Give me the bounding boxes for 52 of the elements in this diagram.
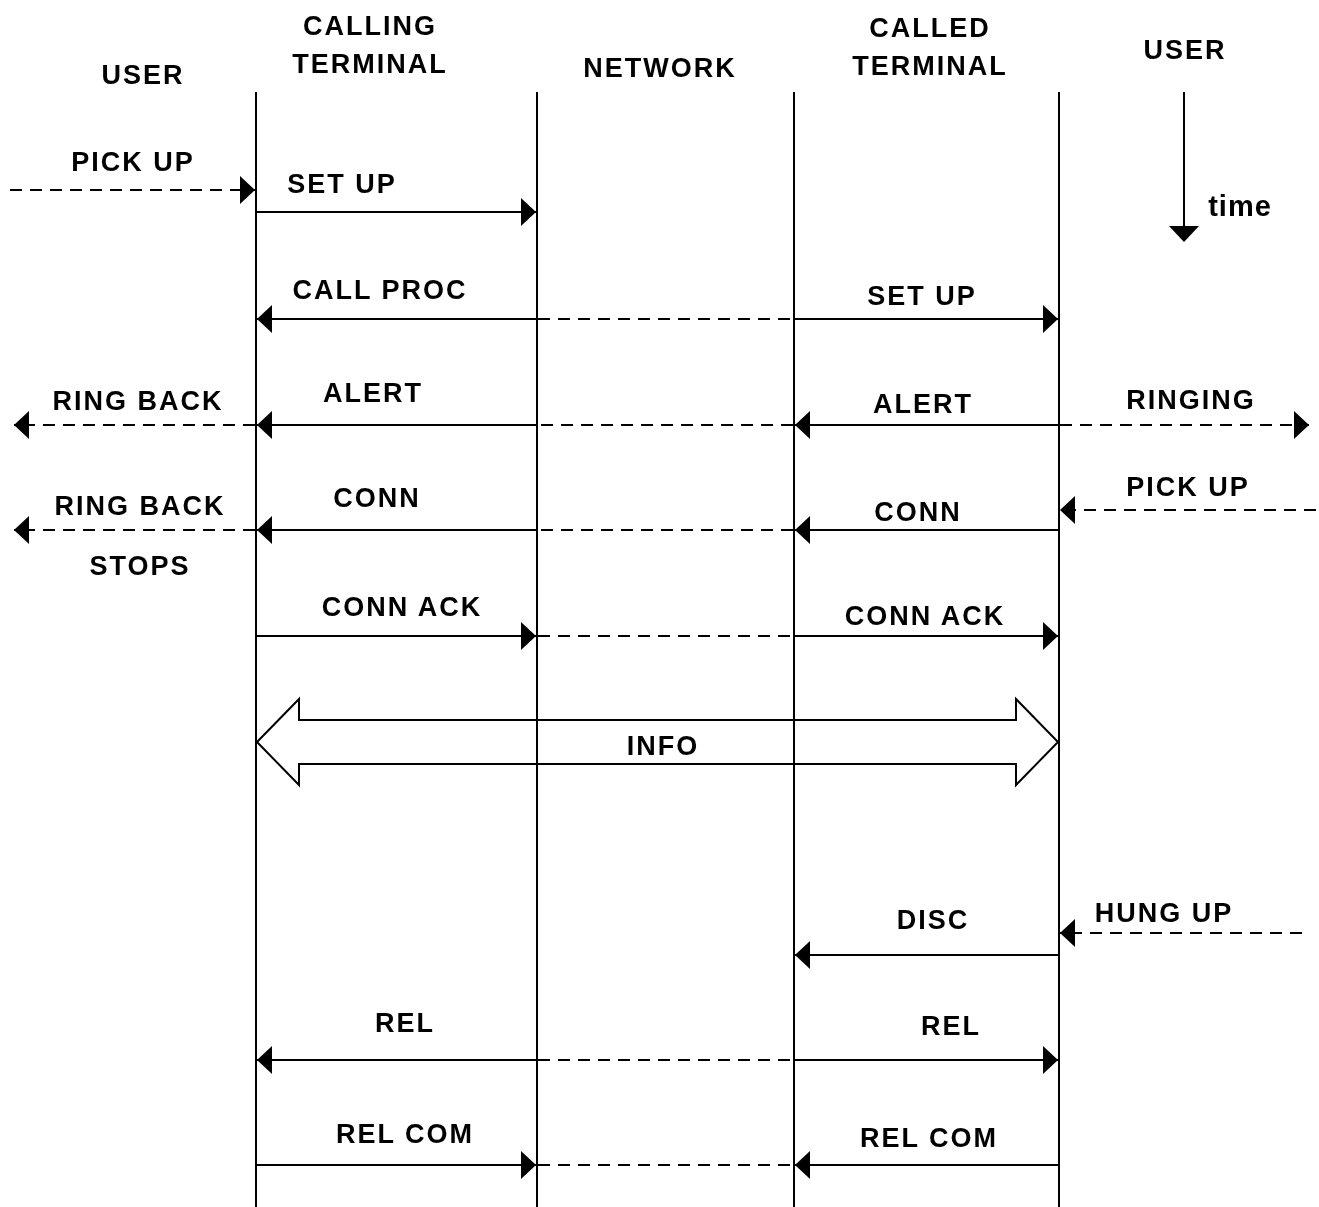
lifeline <box>793 92 795 1207</box>
edge-label: DISC <box>896 904 970 936</box>
lifeline <box>536 92 538 1207</box>
edge-label: HUNG UP <box>1094 897 1234 929</box>
arrow <box>256 516 537 544</box>
edge-label: PICK UP <box>71 146 195 178</box>
arrow <box>794 411 1059 439</box>
edge-label: CONN ACK <box>321 591 483 623</box>
edge-label: REL COM <box>860 1122 998 1154</box>
column-header: USER <box>1143 34 1227 66</box>
edge-label: REL <box>375 1007 435 1039</box>
arrow <box>1059 411 1310 439</box>
arrow <box>256 198 537 226</box>
arrow <box>794 622 1059 650</box>
edge-label: PICK UP <box>1126 471 1250 503</box>
arrow <box>794 1151 1059 1179</box>
column-header: USER <box>101 59 185 91</box>
arrow <box>256 1151 537 1179</box>
column-header: NETWORK <box>583 52 737 84</box>
edge-label: INFO <box>626 730 700 762</box>
axis-label: time <box>1208 189 1272 223</box>
arrow <box>1059 496 1317 524</box>
edge-label: REL <box>921 1010 981 1042</box>
edge-label: ALERT <box>873 388 973 420</box>
edge-label: SET UP <box>287 168 397 200</box>
edge-label: REL COM <box>336 1118 474 1150</box>
arrow <box>256 1046 537 1074</box>
arrow <box>794 305 1059 333</box>
arrow <box>794 516 1059 544</box>
double-arrow <box>255 696 1060 788</box>
arrow <box>13 411 256 439</box>
arrow <box>1059 919 1303 947</box>
arrow <box>9 176 256 204</box>
edge-label: RING BACK <box>52 385 224 417</box>
arrow <box>794 1046 1059 1074</box>
arrow <box>256 411 537 439</box>
edge-label: ALERT <box>323 377 423 409</box>
edge-label: CONN <box>333 482 421 514</box>
arrow <box>13 516 256 544</box>
edge-label: RINGING <box>1126 384 1256 416</box>
column-header: CALLED TERMINAL <box>851 12 1009 83</box>
edge-label: RING BACK STOPS <box>53 490 227 583</box>
edge-label: SET UP <box>867 280 977 312</box>
arrow <box>256 622 537 650</box>
edge-label: CONN <box>874 496 962 528</box>
edge-label: CALL PROC <box>292 274 468 306</box>
edge-label: CONN ACK <box>844 600 1006 632</box>
lifeline <box>1058 92 1060 1207</box>
arrow <box>256 305 537 333</box>
column-header: CALLING TERMINAL <box>291 10 449 81</box>
arrow <box>794 941 1059 969</box>
lifeline <box>255 92 257 1207</box>
